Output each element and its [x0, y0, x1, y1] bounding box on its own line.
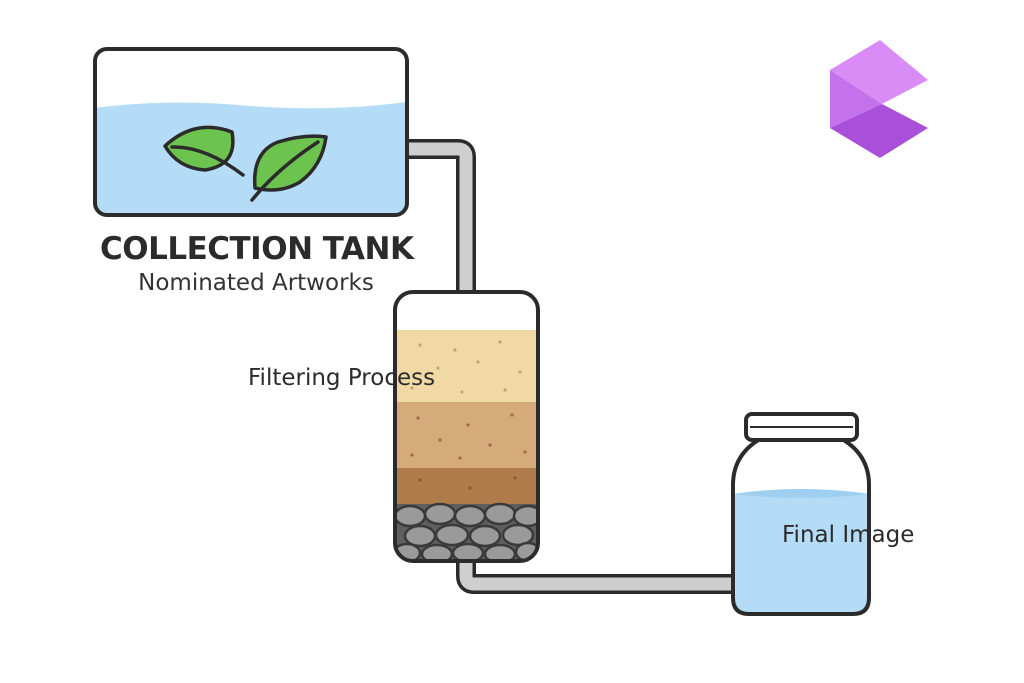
collection-tank-title: COLLECTION TANK [100, 231, 414, 267]
filter-column [393, 290, 540, 563]
leaf-icon [250, 134, 328, 202]
filter-layer-dark-soil [395, 468, 538, 504]
purple-logo [830, 40, 928, 158]
leaf-icon [163, 125, 245, 177]
filter-layer-sand [395, 330, 538, 402]
filter-layer-soil [395, 402, 538, 468]
pipe-filter-to-jar [456, 550, 740, 594]
tank-water [95, 102, 407, 215]
jar-water [733, 489, 869, 614]
collection-tank [93, 47, 409, 217]
final-image-label: Final Image [782, 522, 915, 548]
final-jar [731, 412, 871, 616]
filter-label: Filtering Process [248, 365, 436, 391]
collection-tank-subtitle: Nominated Artworks [138, 270, 374, 296]
pipe-tank-to-filter [405, 139, 476, 300]
